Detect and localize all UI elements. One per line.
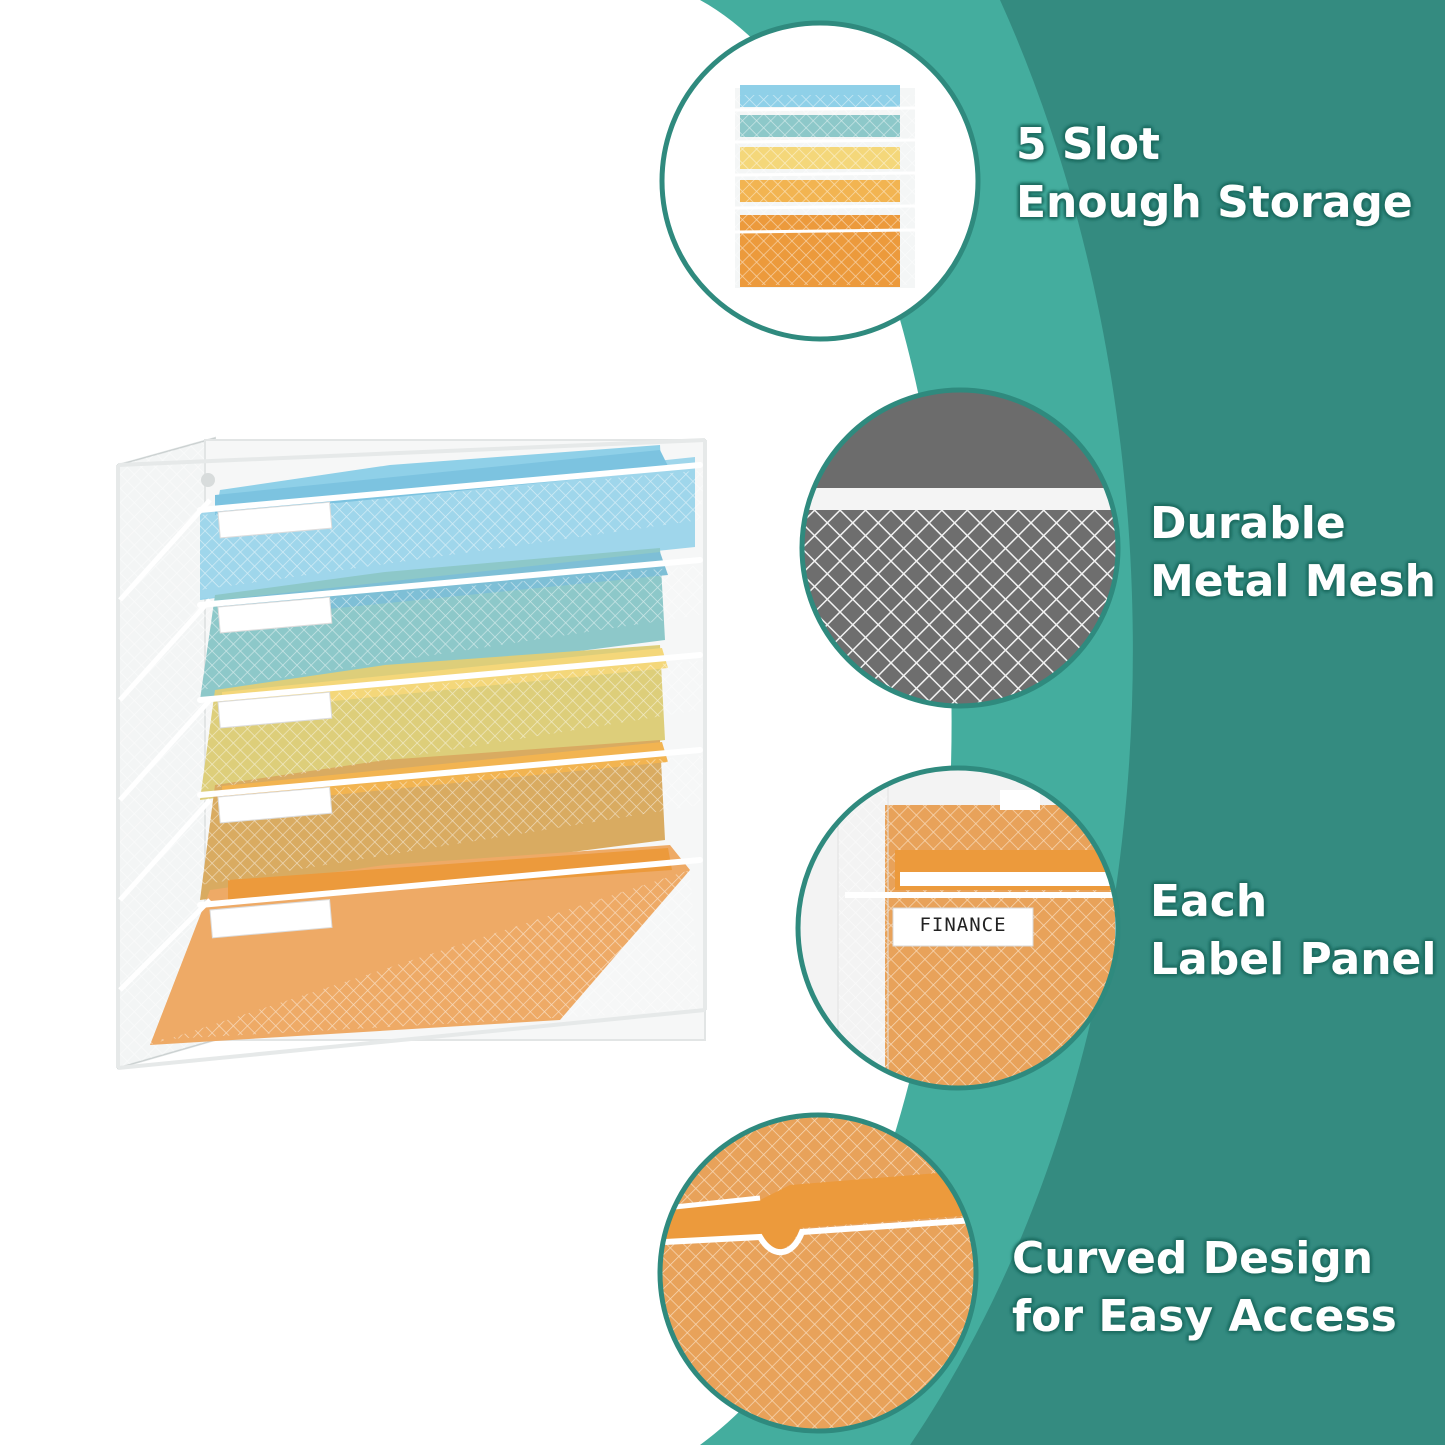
feature-storage-line1: 5 Slot	[1016, 119, 1160, 170]
finance-label: FINANCE	[919, 914, 1007, 936]
file-organizer-thumbnail	[659, 20, 981, 342]
feature-mesh-line2: Metal Mesh	[1150, 556, 1436, 607]
feature-mesh-text: Durable Metal Mesh	[1150, 495, 1436, 611]
label-panel-closeup	[795, 765, 1121, 1091]
feature-label-line1: Each	[1150, 876, 1268, 927]
feature-curved-text: Curved Design for Easy Access	[1012, 1230, 1397, 1346]
metal-mesh-closeup	[799, 387, 1121, 709]
feature-curved-line1: Curved Design	[1012, 1233, 1374, 1284]
feature-label-text: Each Label Panel	[1150, 873, 1436, 989]
feature-label-line2: Label Panel	[1150, 934, 1437, 985]
feature-storage-text: 5 Slot Enough Storage	[1016, 116, 1413, 232]
file-organizer-product	[116, 436, 707, 1070]
feature-curved-line2: for Easy Access	[1012, 1291, 1397, 1342]
feature-mesh-line1: Durable	[1150, 498, 1346, 549]
teal-arc-inner	[910, 0, 1445, 1445]
curved-folder-closeup	[657, 1112, 979, 1434]
feature-storage-line2: Enough Storage	[1016, 177, 1413, 228]
